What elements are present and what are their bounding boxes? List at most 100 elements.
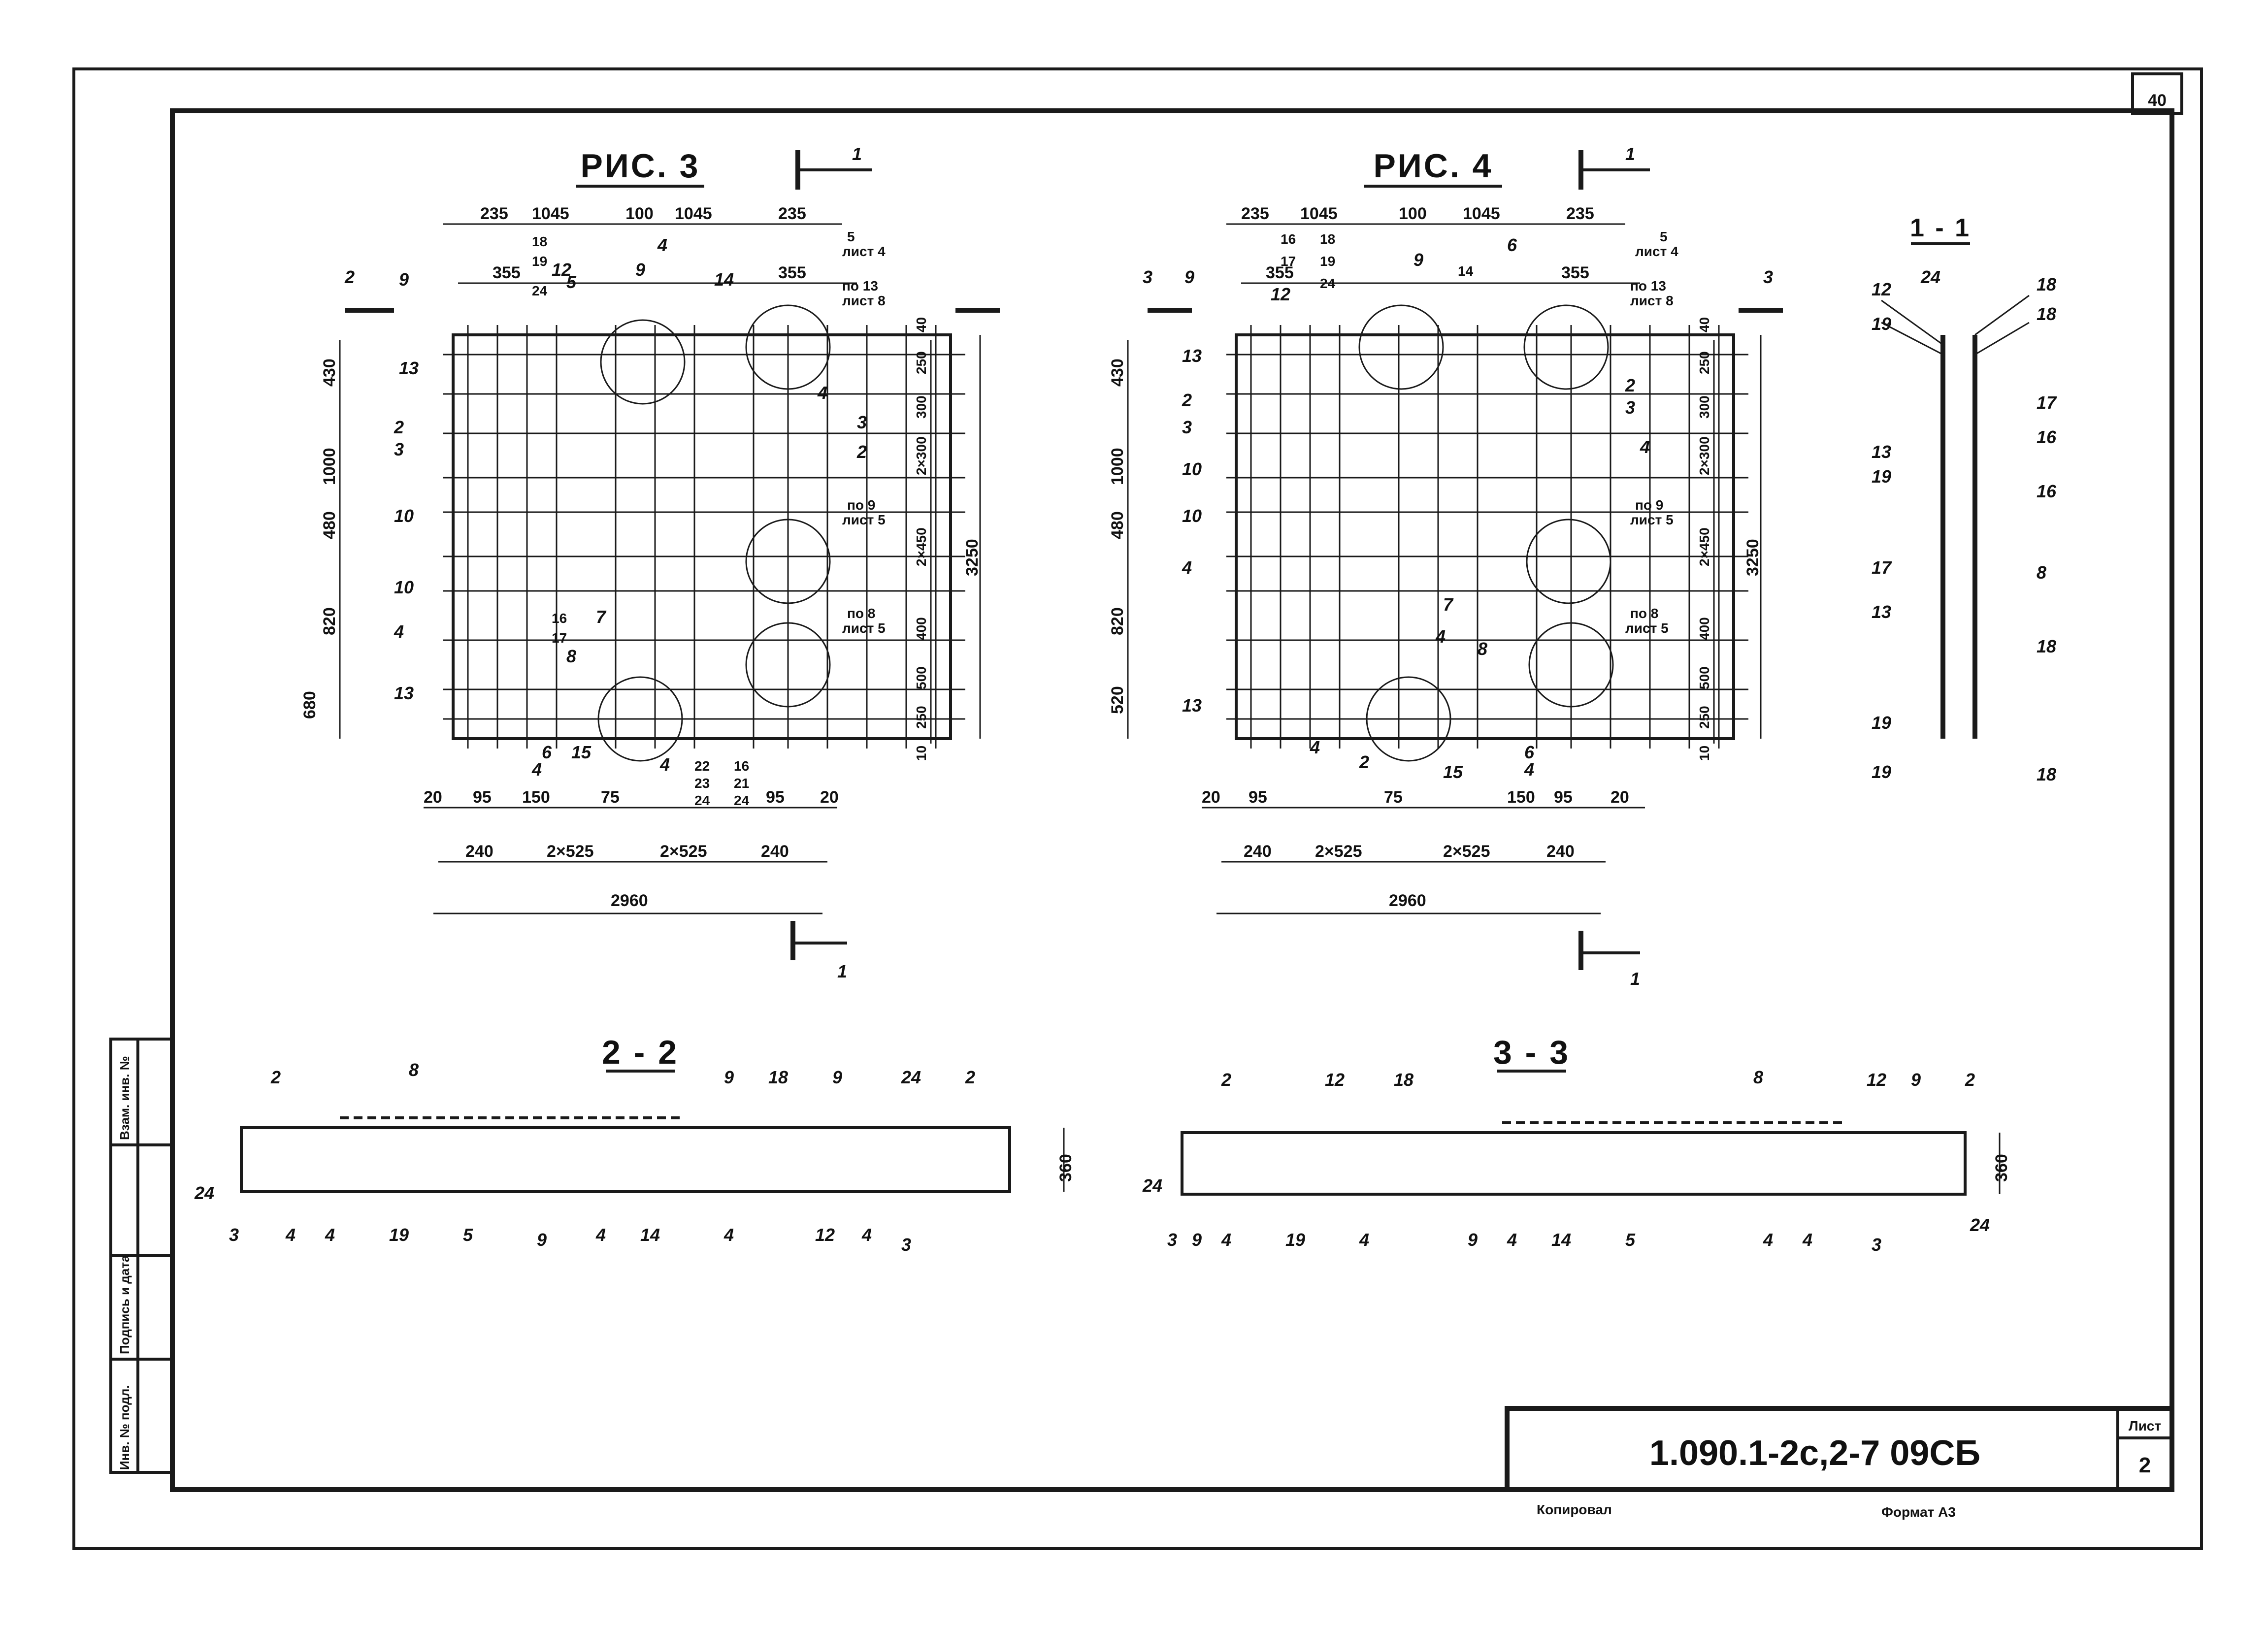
fig3-callout: 13 (394, 683, 414, 703)
fig4-note: лист 5 (1630, 512, 1674, 527)
fig4-callout: 15 (1443, 762, 1463, 782)
fig3-callout: 17 (552, 630, 567, 646)
section-1-1-callout: 19 (1872, 713, 1891, 733)
corner-number: 40 (2148, 91, 2167, 110)
fig3-callout: 5 (566, 272, 577, 292)
section-3-3-callout: 4 (1359, 1230, 1369, 1250)
section-3-3-callout: 4 (1763, 1230, 1773, 1250)
fig3-bottom-dim: 95 (766, 788, 785, 807)
section-2-2-title: 2 - 2 (602, 1034, 679, 1071)
fig3-bottom-dim2: 2×525 (547, 842, 594, 861)
section-1-1-callout: 18 (2037, 304, 2056, 324)
section-3-3-callout: 5 (1625, 1230, 1636, 1250)
fig3-callout: 3 (857, 412, 867, 432)
fig4-total-width: 2960 (1389, 891, 1426, 910)
fig3-top-dim: 1045 (675, 204, 712, 223)
fig3-bottom-dim2: 240 (761, 842, 789, 861)
section-1-1-callout: 13 (1872, 602, 1891, 622)
fig4-outline (1235, 333, 1735, 740)
figure-3: РИС. 3 1 2 (300, 144, 1000, 981)
fig3-note: по 9 (847, 497, 875, 513)
fig3-section-mark-bottom: 1 (837, 961, 847, 981)
drawing-code: 1.090.1-2с,2-7 09СБ (1649, 1434, 1980, 1473)
title-block: 1.090.1-2с,2-7 09СБ Лист 2 (1505, 1406, 2174, 1492)
fig4-callout: 2 (1625, 375, 1635, 395)
fig4-callout: 13 (1182, 695, 1202, 716)
section-1-1-callout: 16 (2037, 481, 2057, 501)
fig4-right-dim: 2×450 (1697, 527, 1712, 566)
section-2-2: 2 - 2 360 2 8 9 18 9 24 2 24 3 4 4 19 5 … (194, 1034, 1075, 1255)
fig4-top-dim: 235 (1566, 204, 1594, 223)
fig4-bottom-dim: 95 (1554, 788, 1573, 807)
fig4-left-dim: 520 (1108, 686, 1127, 714)
fig3-left-dim: 1000 (320, 448, 339, 485)
section-3-3-title: 3 - 3 (1493, 1034, 1570, 1071)
fig3-callout: 3 (394, 439, 404, 459)
fig4-note: лист 5 (1625, 620, 1669, 636)
fig4-note: лист 8 (1630, 293, 1674, 308)
fig4-callout: 4 (1435, 626, 1446, 647)
fig3-callout: 15 (571, 742, 592, 762)
fig4-callout: 7 (1443, 594, 1454, 615)
fig4-bottom-dim: 75 (1384, 788, 1403, 807)
section-2-2-callout: 19 (389, 1225, 409, 1245)
fig3-right-dim: 400 (914, 617, 929, 640)
fig3-note: 5 (847, 229, 855, 244)
sheet-number: 2 (2139, 1453, 2151, 1477)
fig3-bottom-dim: 95 (473, 788, 492, 807)
fig3-right-dim: 2×300 (914, 436, 929, 475)
section-2-2-callout: 4 (285, 1225, 296, 1245)
fig4-callout: 4 (1524, 759, 1534, 780)
fig4-bottom-dim: 20 (1611, 788, 1629, 807)
fig3-callout: 6 (542, 742, 552, 762)
fig4-left-dim: 480 (1108, 511, 1127, 539)
fig4-callout: 13 (1182, 346, 1202, 366)
fig4-note: 5 (1660, 229, 1668, 244)
fig4-callout: 6 (1507, 235, 1517, 255)
fig4-callout: 2 (1182, 390, 1192, 410)
section-1-1-callout: 13 (1872, 442, 1891, 462)
fig3-right-dim: 500 (914, 666, 929, 689)
fig4-callout: 4 (1640, 437, 1650, 457)
section-3-3-callout: 4 (1507, 1230, 1517, 1250)
section-3-3-callout: 14 (1551, 1230, 1571, 1250)
footer-checked: Копировал (1537, 1502, 1612, 1517)
fig4-right-dim: 400 (1697, 617, 1712, 640)
fig3-total-height: 3250 (963, 539, 982, 576)
fig3-left-dim: 820 (320, 607, 339, 635)
corner-number-box (2131, 72, 2183, 115)
section-2-2-callout: 4 (595, 1225, 606, 1245)
fig4-callout: 24 (1320, 276, 1336, 291)
fig3-bottom-dim2: 2×525 (660, 842, 707, 861)
fig3-note: лист 8 (842, 293, 886, 308)
fig4-bottom-dim2: 240 (1546, 842, 1575, 861)
section-3-3-callout: 18 (1394, 1070, 1413, 1090)
fig3-callout: 7 (596, 607, 607, 627)
fig3-right-dim: 40 (914, 317, 929, 332)
fig4-note: по 9 (1635, 497, 1663, 513)
fig3-note: лист 5 (842, 512, 886, 527)
section-2-2-callout: 8 (409, 1060, 419, 1080)
fig3-total-width: 2960 (611, 891, 648, 910)
inner-frame (170, 108, 2174, 1492)
fig4-top-dim: 235 (1241, 204, 1269, 223)
fig4-callout: 2 (1359, 752, 1369, 772)
section-3-3-callout: 8 (1753, 1067, 1763, 1087)
section-1-1-callout: 18 (2037, 274, 2056, 294)
section-2-2-callout: 4 (723, 1225, 734, 1245)
fig3-detail-circle (600, 319, 686, 405)
section-3-3-callout: 9 (1911, 1070, 1921, 1090)
fig4-callout: 9 (1184, 267, 1194, 287)
section-3-3-height: 360 (1992, 1154, 2011, 1182)
section-3-3: 3 - 3 360 2 12 18 8 12 9 2 24 3 9 4 19 4… (1142, 1034, 2011, 1255)
fig3-left-dim: 430 (320, 358, 339, 387)
fig3-outline (452, 333, 952, 740)
fig4-callout: 10 (1182, 459, 1202, 479)
fig4-title: РИС. 4 (1374, 147, 1493, 185)
section-2-2-callout: 3 (229, 1225, 239, 1245)
section-2-2-callout: 3 (901, 1235, 911, 1255)
fig3-callout: 9 (635, 260, 645, 280)
fig3-callout: 4 (659, 754, 670, 775)
fig3-callout: 21 (734, 776, 749, 791)
